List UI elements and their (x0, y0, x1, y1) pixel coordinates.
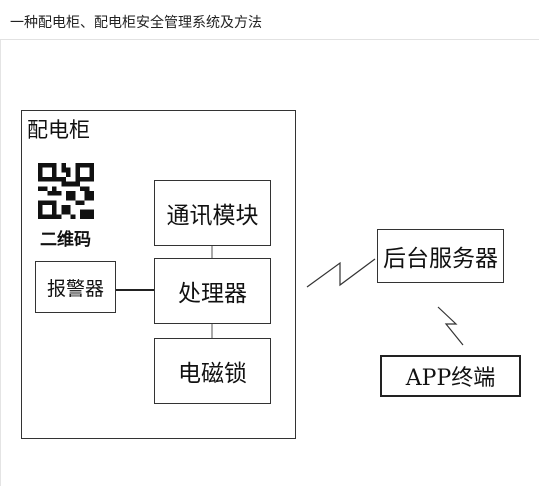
wireless-link-server-icon (306, 258, 376, 288)
communication-module-label: 通讯模块 (166, 203, 259, 229)
qr-code-icon (38, 163, 94, 219)
cabinet-label: 配电柜 (27, 118, 90, 142)
backend-server-box: 后台服务器 (377, 229, 504, 283)
wireless-link-app-icon (437, 306, 464, 346)
page-title: 一种配电柜、配电柜安全管理系统及方法 (10, 15, 262, 31)
alarm-box: 报警器 (35, 261, 116, 313)
backend-server-label: 后台服务器 (383, 246, 498, 272)
electromagnetic-lock-box: 电磁锁 (154, 338, 271, 404)
header-bar: 一种配电柜、配电柜安全管理系统及方法 (0, 0, 539, 40)
processor-label: 处理器 (178, 281, 247, 307)
processor-box: 处理器 (154, 258, 271, 324)
qr-code-label: 二维码 (40, 230, 91, 250)
app-terminal-box: APP终端 (380, 355, 521, 397)
electromagnetic-lock-label: 电磁锁 (178, 361, 247, 387)
alarm-label: 报警器 (46, 277, 104, 300)
left-border (0, 40, 1, 486)
app-terminal-label: APP终端 (405, 366, 496, 391)
communication-module: 通讯模块 (154, 180, 271, 246)
